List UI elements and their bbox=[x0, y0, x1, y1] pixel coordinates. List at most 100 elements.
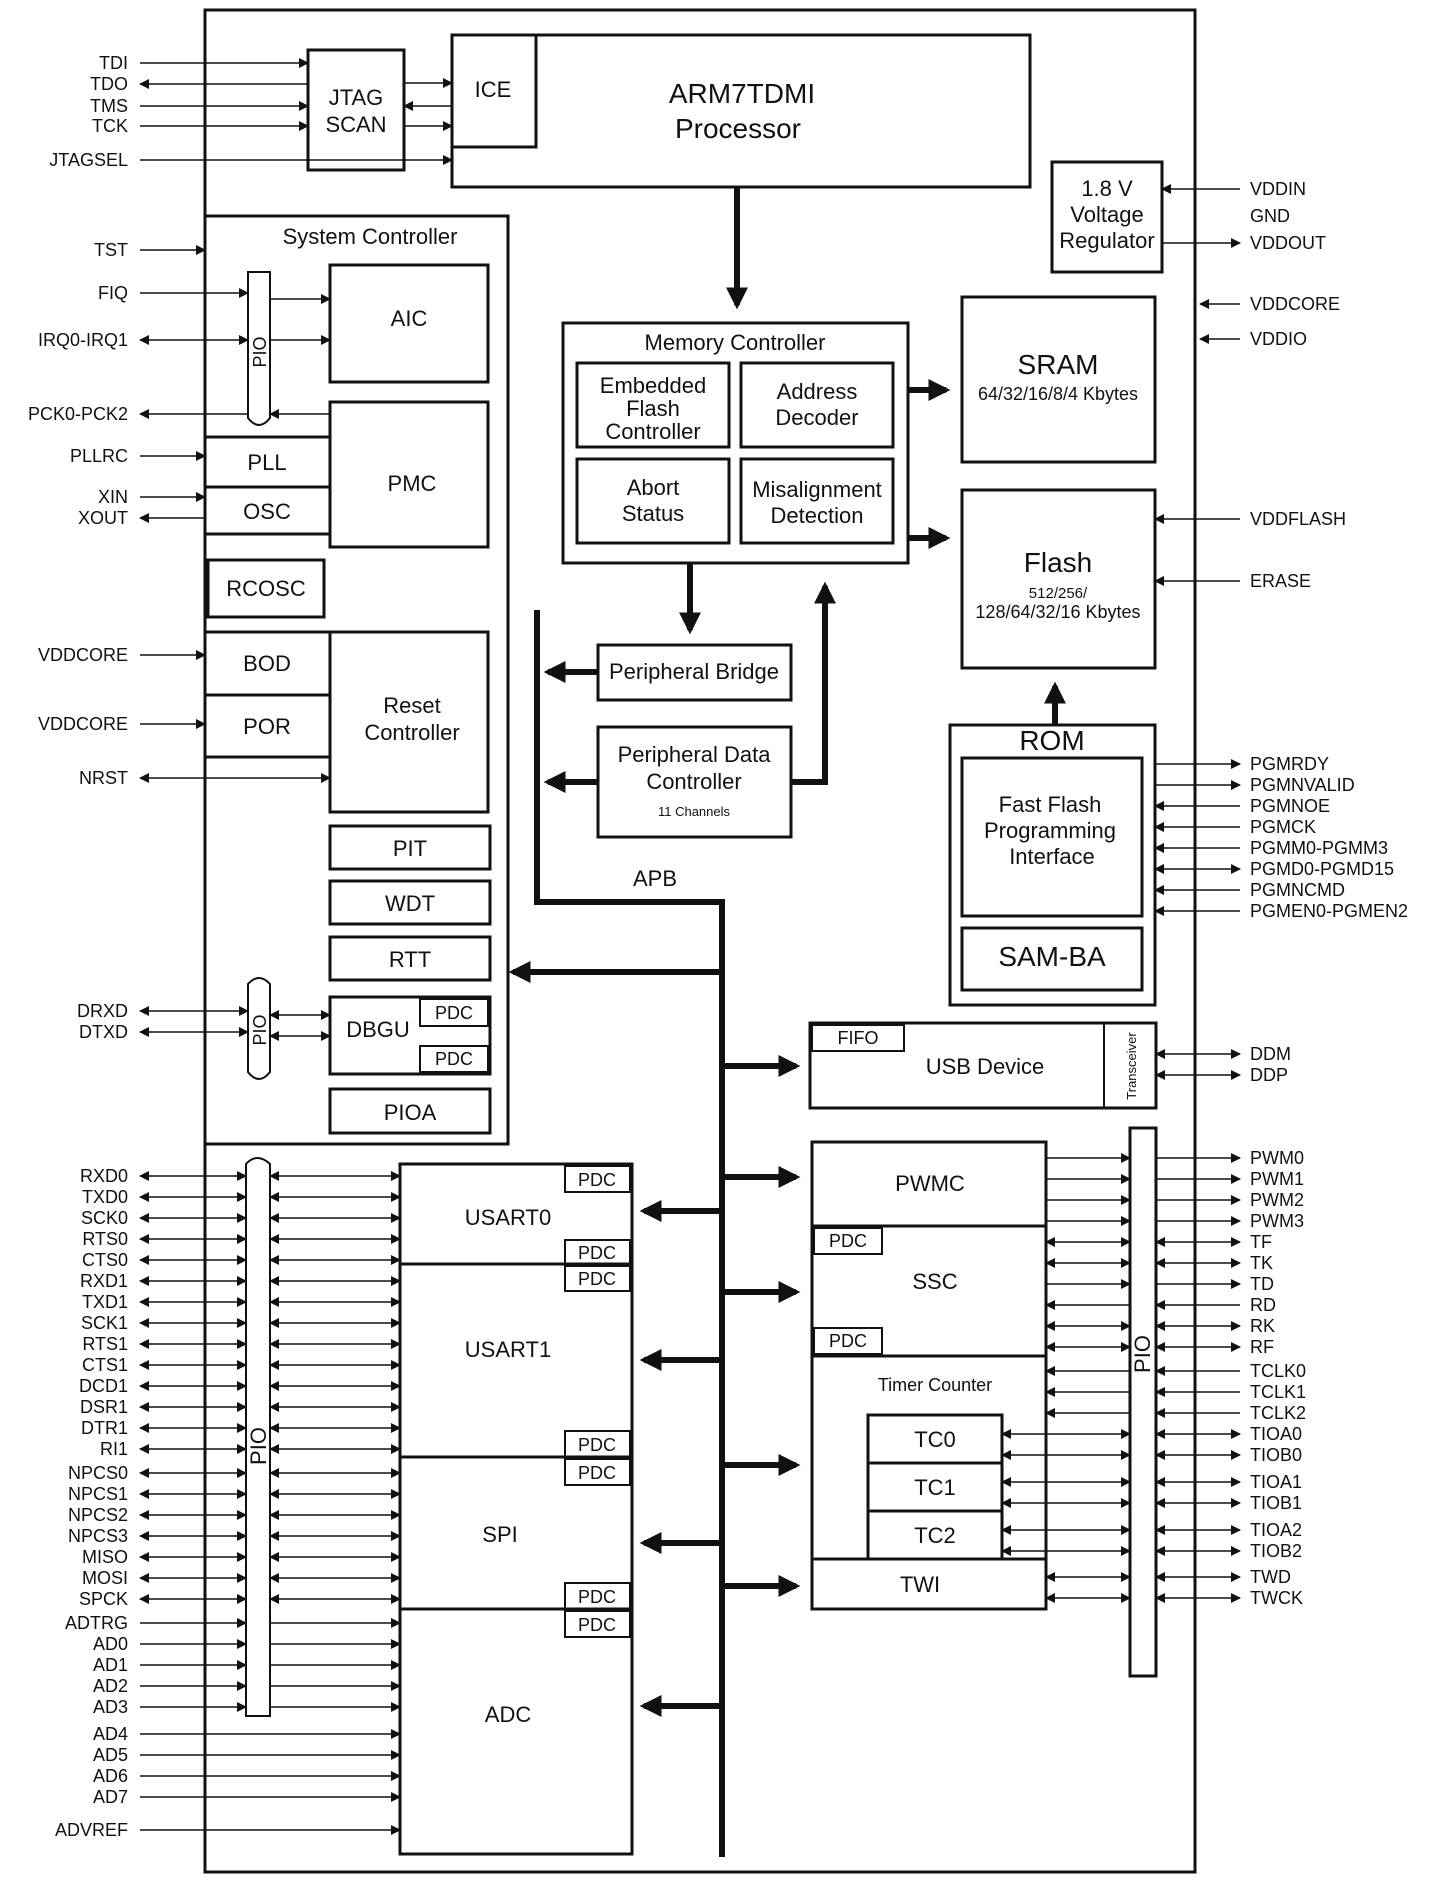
svg-text:PIT: PIT bbox=[393, 836, 427, 861]
signal-label-spck: SPCK bbox=[79, 1589, 128, 1609]
svg-text:Peripheral Data: Peripheral Data bbox=[618, 742, 772, 767]
timer-counter-block: Timer Counter TC0 TC1 TC2 bbox=[810, 1354, 1048, 1561]
signal-label-npcs1: NPCS1 bbox=[68, 1484, 128, 1504]
svg-text:USB Device: USB Device bbox=[926, 1054, 1045, 1079]
signal-label-tiob2: TIOB2 bbox=[1250, 1541, 1302, 1561]
flash-controller-block bbox=[575, 361, 731, 449]
signal-label-pgmen0-pgmen2: PGMEN0-PGMEN2 bbox=[1250, 901, 1408, 921]
svg-text:FIFO: FIFO bbox=[838, 1028, 879, 1048]
signal-label-advref: ADVREF bbox=[55, 1820, 128, 1840]
svg-text:Peripheral Bridge: Peripheral Bridge bbox=[609, 659, 779, 684]
spi-block: PDC PDC SPI bbox=[398, 1455, 634, 1611]
signal-label-pck0-pck2: PCK0-PCK2 bbox=[28, 404, 128, 424]
signal-label-pgmck: PGMCK bbox=[1250, 817, 1316, 837]
signal-label-pwm3: PWM3 bbox=[1250, 1211, 1304, 1231]
svg-text:Voltage: Voltage bbox=[1070, 202, 1143, 227]
usart1-block: PDC PDC USART1 bbox=[398, 1262, 634, 1459]
svg-text:TC1: TC1 bbox=[914, 1475, 956, 1500]
signal-label-pwm2: PWM2 bbox=[1250, 1190, 1304, 1210]
svg-text:PDC: PDC bbox=[578, 1243, 616, 1263]
signal-label-pgmrdy: PGMRDY bbox=[1250, 754, 1329, 774]
svg-text:1.8 V: 1.8 V bbox=[1081, 176, 1133, 201]
signal-label-ad5: AD5 bbox=[93, 1745, 128, 1765]
pwmc-block: PWMC bbox=[810, 1140, 1048, 1228]
signal-label-pwm1: PWM1 bbox=[1250, 1169, 1304, 1189]
signal-label-ad6: AD6 bbox=[93, 1766, 128, 1786]
svg-text:TWI: TWI bbox=[900, 1572, 940, 1597]
signal-label-sck0: SCK0 bbox=[81, 1208, 128, 1228]
signal-label-ddp: DDP bbox=[1250, 1065, 1288, 1085]
svg-text:PIO: PIO bbox=[246, 1427, 271, 1465]
svg-text:PDC: PDC bbox=[829, 1331, 867, 1351]
left-pio-bar: PIO bbox=[245, 1157, 271, 1717]
signal-label-txd0: TXD0 bbox=[82, 1187, 128, 1207]
svg-text:PIO: PIO bbox=[1130, 1335, 1155, 1373]
adc-block: PDC ADC bbox=[398, 1607, 634, 1856]
signal-label-tk: TK bbox=[1250, 1253, 1273, 1273]
signal-label-txd1: TXD1 bbox=[82, 1292, 128, 1312]
signal-label-ad4: AD4 bbox=[93, 1724, 128, 1744]
svg-text:Misalignment: Misalignment bbox=[752, 477, 882, 502]
signal-label-rf: RF bbox=[1250, 1337, 1274, 1357]
signal-label-drxd: DRXD bbox=[77, 1001, 128, 1021]
svg-text:512/256/: 512/256/ bbox=[1029, 585, 1088, 602]
signal-label-adtrg: ADTRG bbox=[65, 1613, 128, 1633]
signal-label-npcs0: NPCS0 bbox=[68, 1463, 128, 1483]
transceiver-label: Transceiver bbox=[1124, 1032, 1139, 1100]
signal-label-dsr1: DSR1 bbox=[80, 1397, 128, 1417]
signal-label-ri1: RI1 bbox=[100, 1439, 128, 1459]
signal-label-rts1: RTS1 bbox=[82, 1334, 128, 1354]
svg-text:SRAM: SRAM bbox=[1018, 349, 1099, 380]
svg-text:128/64/32/16 Kbytes: 128/64/32/16 Kbytes bbox=[975, 602, 1140, 622]
svg-text:Reset: Reset bbox=[383, 693, 440, 718]
signal-label-xout: XOUT bbox=[78, 508, 128, 528]
signal-label-xin: XIN bbox=[98, 487, 128, 507]
signal-label-tdi: TDI bbox=[99, 53, 128, 73]
svg-text:Controller: Controller bbox=[646, 769, 741, 794]
signal-label-vddflash: VDDFLASH bbox=[1250, 509, 1346, 529]
memory-controller-title: Memory Controller bbox=[645, 330, 826, 355]
sram-block: SRAM 64/32/16/8/4 Kbytes bbox=[960, 295, 1157, 464]
ssc-pdc-1 bbox=[813, 1227, 883, 1255]
svg-text:SPI: SPI bbox=[482, 1522, 517, 1547]
flash-block: Flash 512/256/ 128/64/32/16 Kbytes bbox=[960, 488, 1157, 670]
svg-text:Detection: Detection bbox=[771, 503, 864, 528]
svg-text:PDC: PDC bbox=[435, 1003, 473, 1023]
scan-label: SCAN bbox=[325, 112, 386, 137]
signal-labels: TDITDOTMSTCKJTAGSELTSTFIQIRQ0-IRQ1PCK0-P… bbox=[28, 53, 1408, 1840]
svg-text:PIOA: PIOA bbox=[384, 1100, 437, 1125]
signal-label-tck: TCK bbox=[92, 116, 128, 136]
svg-text:DBGU: DBGU bbox=[346, 1017, 410, 1042]
svg-text:PDC: PDC bbox=[578, 1435, 616, 1455]
svg-text:WDT: WDT bbox=[385, 891, 435, 916]
svg-text:PIO: PIO bbox=[250, 336, 270, 367]
address-decoder-block bbox=[739, 361, 895, 449]
pioa-block: PIOA bbox=[328, 1087, 492, 1135]
aic-block: AIC bbox=[328, 263, 490, 384]
signal-label-pgmd0-pgmd15: PGMD0-PGMD15 bbox=[1250, 859, 1394, 879]
svg-text:POR: POR bbox=[243, 714, 291, 739]
signal-label-rxd0: RXD0 bbox=[80, 1166, 128, 1186]
twi-block: TWI bbox=[810, 1557, 1048, 1611]
jtag-scan-block: JTAG SCAN bbox=[306, 48, 406, 172]
signal-label-pgmnvalid: PGMNVALID bbox=[1250, 775, 1355, 795]
wdt-block: WDT bbox=[328, 879, 492, 926]
osc-block: OSC bbox=[203, 485, 332, 536]
signal-label-npcs2: NPCS2 bbox=[68, 1505, 128, 1525]
signal-label-tioa0: TIOA0 bbox=[1250, 1424, 1302, 1444]
signal-label-gnd: GND bbox=[1250, 206, 1290, 226]
svg-text:TC0: TC0 bbox=[914, 1427, 956, 1452]
svg-text:Flash: Flash bbox=[626, 396, 680, 421]
memory-controller-block: Memory Controller Embedded Flash Control… bbox=[561, 321, 910, 565]
signal-label-tdo: TDO bbox=[90, 74, 128, 94]
svg-text:PMC: PMC bbox=[388, 471, 437, 496]
signal-label-tms: TMS bbox=[90, 96, 128, 116]
svg-text:RCOSC: RCOSC bbox=[226, 576, 306, 601]
svg-text:Abort: Abort bbox=[627, 475, 680, 500]
ice-label: ICE bbox=[475, 77, 512, 102]
pit-block: PIT bbox=[328, 824, 492, 871]
signal-label-pllrc: PLLRC bbox=[70, 446, 128, 466]
misalignment-detection-block bbox=[739, 457, 895, 545]
svg-text:SSC: SSC bbox=[912, 1269, 957, 1294]
